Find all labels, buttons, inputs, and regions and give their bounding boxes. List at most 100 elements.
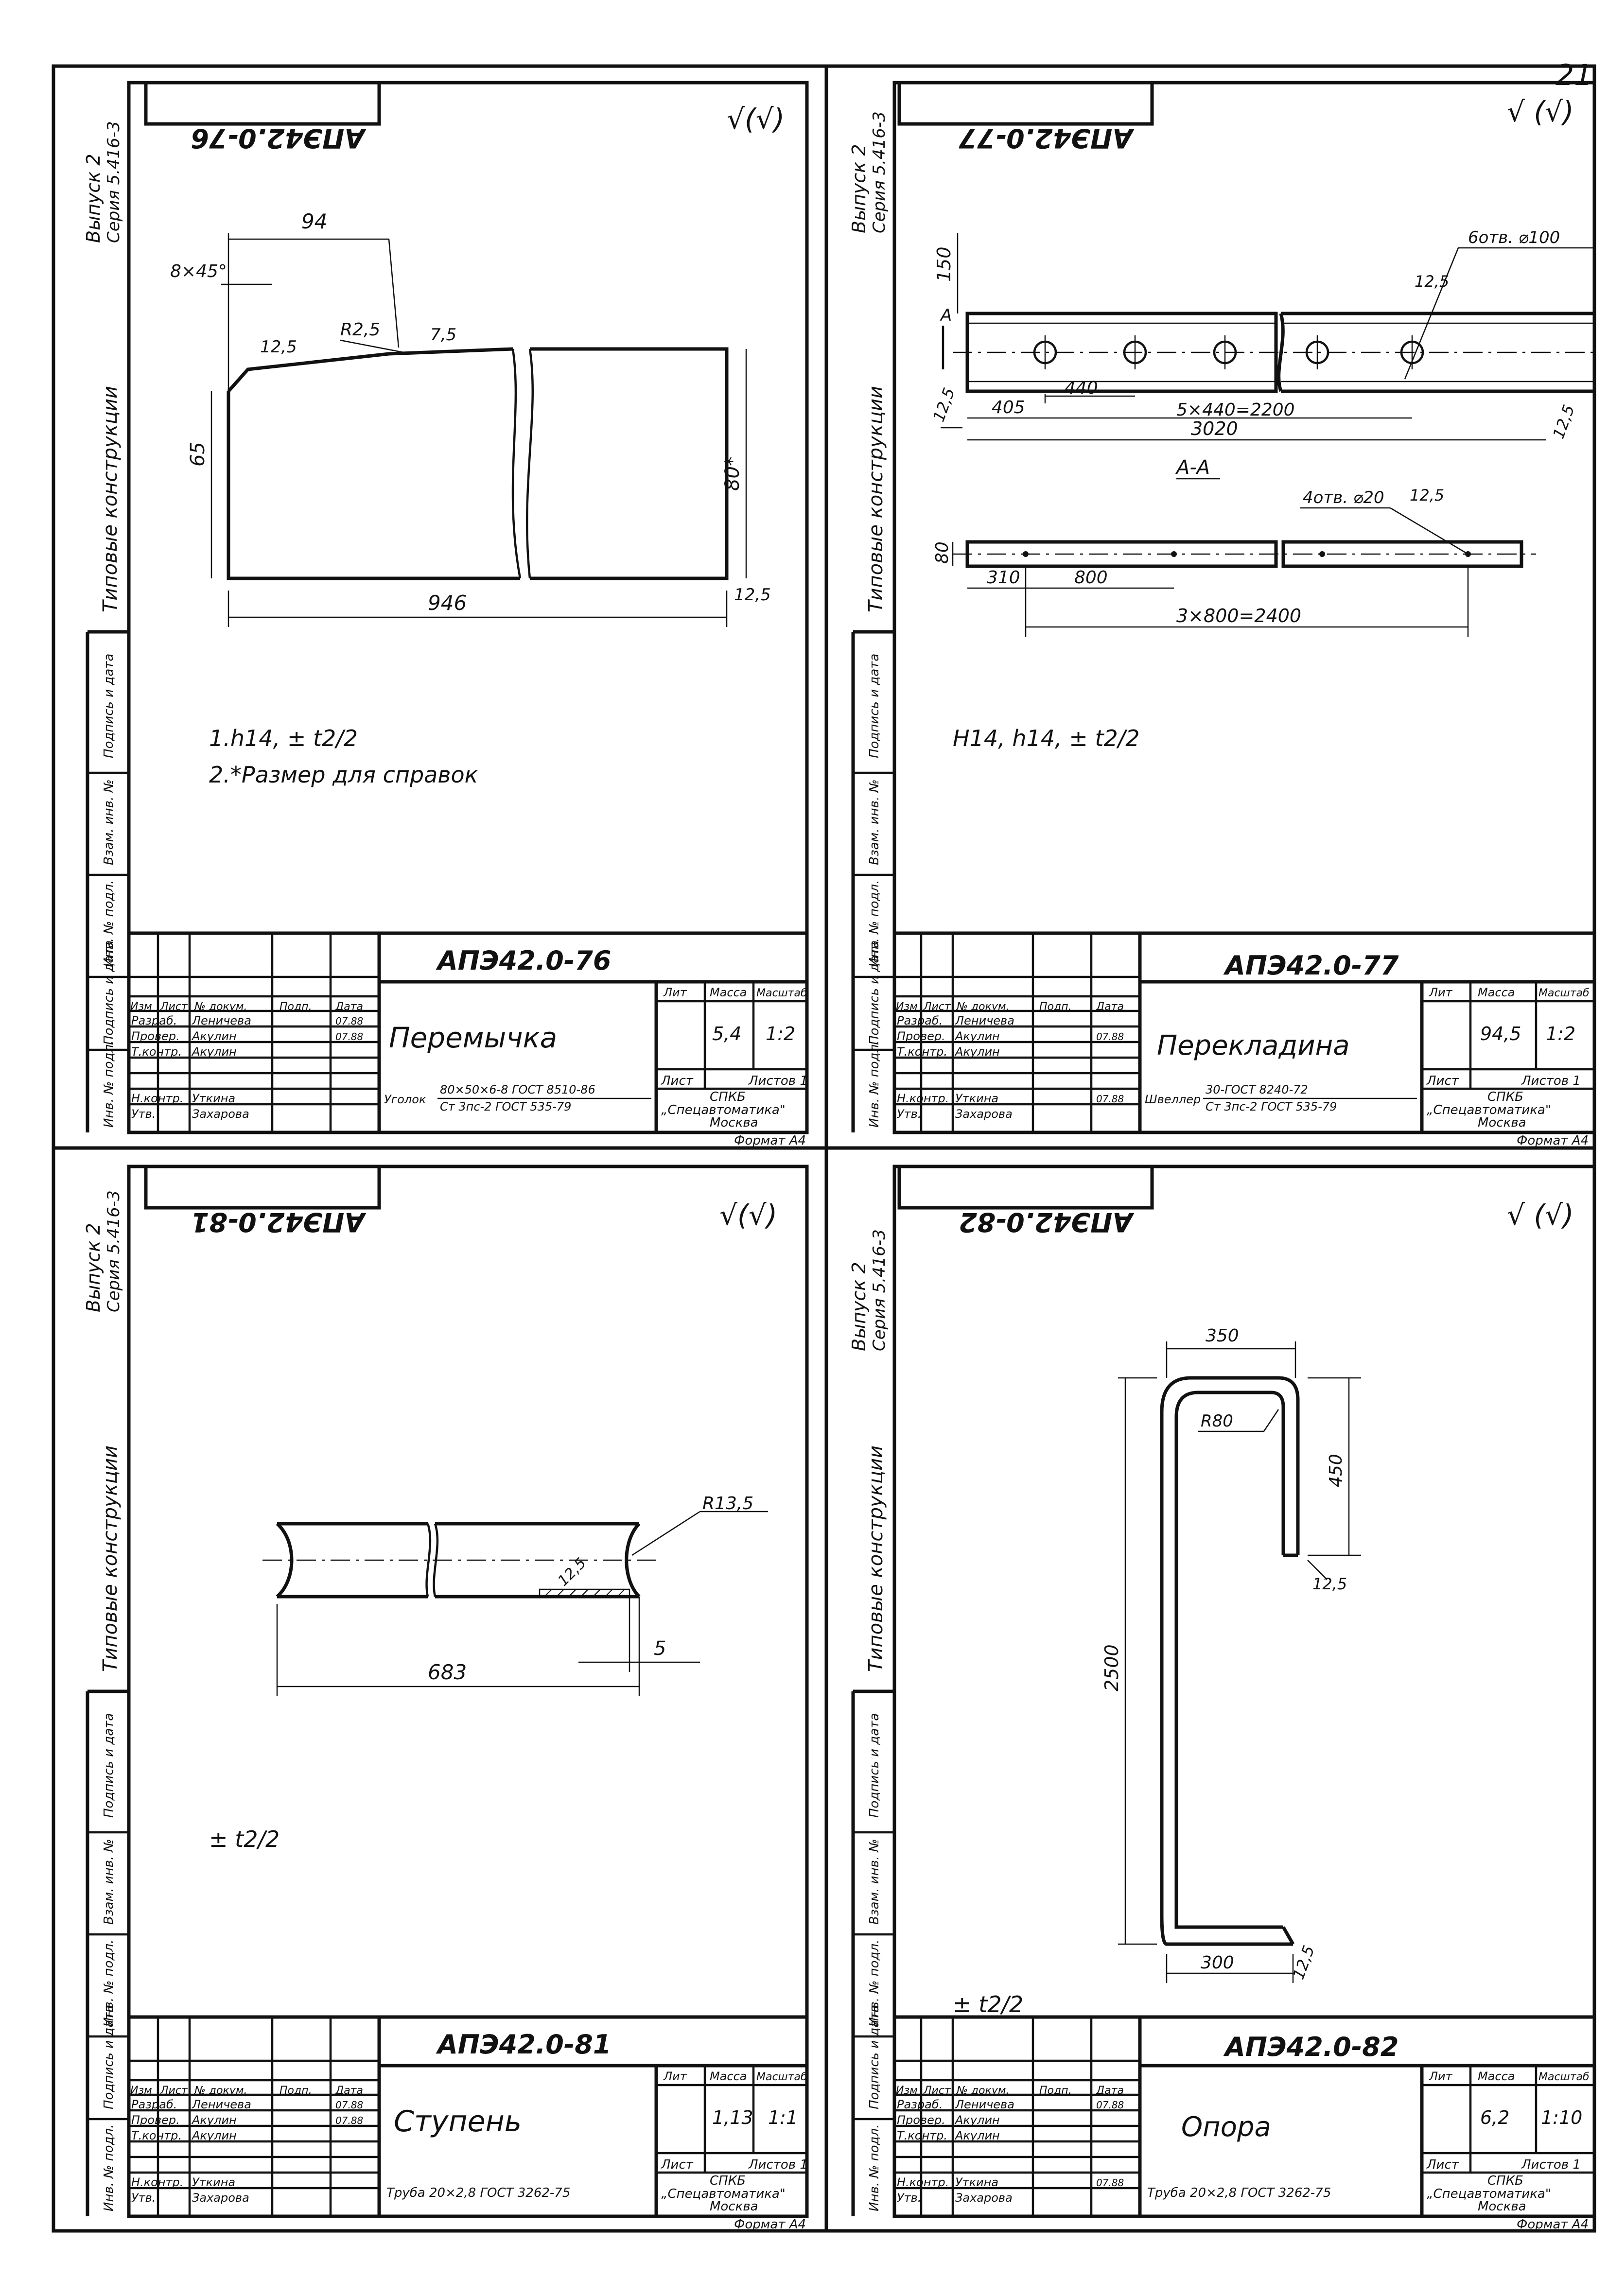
- svg-text:Москва: Москва: [1478, 1115, 1526, 1130]
- svg-text:1:2: 1:2: [1546, 1023, 1575, 1044]
- svg-text:440: 440: [1065, 378, 1098, 398]
- section-label: А-А: [1175, 456, 1210, 479]
- svg-text:Лист: Лист: [923, 2085, 951, 2097]
- svg-text:АПЭ42.0-82: АПЭ42.0-82: [1223, 2032, 1398, 2062]
- svg-text:Типовые конструкции: Типовые конструкции: [865, 386, 887, 612]
- svg-text:65: 65: [187, 442, 209, 467]
- svg-text:АПЭ42.0-82: АПЭ42.0-82: [959, 1207, 1135, 1237]
- svg-text:94: 94: [301, 209, 327, 233]
- svg-text:12,5: 12,5: [929, 385, 959, 424]
- svg-text:12,5: 12,5: [1289, 1943, 1318, 1982]
- svg-text:Акулин: Акулин: [954, 2129, 1000, 2142]
- svg-text:Изм: Изм: [130, 2085, 152, 2097]
- svg-text:Москва: Москва: [710, 2199, 758, 2214]
- svg-text:Акулин: Акулин: [191, 2113, 237, 2127]
- svg-text:405: 405: [992, 398, 1025, 417]
- svg-text:Ст 3пс-2 ГОСТ 535-79: Ст 3пс-2 ГОСТ 535-79: [1206, 1100, 1337, 1113]
- svg-text:Подпись и дата: Подпись и дата: [102, 2005, 116, 2109]
- code-label: АПЭ42.0-76: [436, 945, 611, 976]
- svg-text:Подп.: Подп.: [1039, 1001, 1072, 1013]
- svg-text:Захарова: Захарова: [955, 2191, 1013, 2205]
- svg-text:Подпись и дата: Подпись и дата: [867, 940, 882, 1045]
- svg-text:300: 300: [1201, 1953, 1234, 1973]
- svg-text:7,5: 7,5: [430, 325, 456, 345]
- svg-text:R2,5: R2,5: [340, 320, 380, 340]
- svg-text:№ докум.: № докум.: [194, 2085, 247, 2097]
- svg-text:Взам. инв. №: Взам. инв. №: [102, 779, 116, 865]
- svg-text:Захарова: Захарова: [955, 1107, 1013, 1121]
- title-block: Изм Лист № докум. Подп. Дата Разраб. Лен…: [127, 931, 809, 1148]
- svg-text:Лист: Лист: [661, 1074, 694, 1088]
- svg-text:Лист: Лист: [661, 2157, 694, 2172]
- svg-text:Провер.: Провер.: [897, 2113, 945, 2127]
- svg-text:Листов 1: Листов 1: [1521, 2157, 1581, 2172]
- svg-text:07.88: 07.88: [1096, 2099, 1124, 2111]
- svg-text:2500: 2500: [1101, 1644, 1122, 1691]
- svg-text:Труба 20×2,8 ГОСТ 3262-75: Труба 20×2,8 ГОСТ 3262-75: [1147, 2186, 1331, 2200]
- svg-text:Масса: Масса: [710, 2070, 747, 2083]
- svg-text:Выпуск 2: Выпуск 2: [848, 1262, 870, 1351]
- svg-text:Инв. № подл.: Инв. № подл.: [867, 1940, 882, 2027]
- svg-text:07.88: 07.88: [1096, 1093, 1124, 1105]
- sheet-81: Выпуск 2 Серия 5.416-3 Типовые конструкц…: [83, 1165, 809, 2232]
- roughness-mark: √(√): [727, 103, 785, 136]
- note-2: 2.*Размер для справок: [209, 762, 478, 788]
- svg-text:Подпись и дата: Подпись и дата: [102, 654, 116, 758]
- svg-text:Инв. № подл.: Инв. № подл.: [102, 2124, 116, 2211]
- svg-text:Захарова: Захарова: [192, 2191, 249, 2205]
- svg-text:Инв. № подл.: Инв. № подл.: [102, 1041, 116, 1128]
- svg-text:Ст 3пс-2 ГОСТ 535-79: Ст 3пс-2 ГОСТ 535-79: [440, 1100, 571, 1113]
- svg-text:Лит: Лит: [663, 986, 687, 999]
- svg-text:Серия 5.416-3: Серия 5.416-3: [104, 1190, 123, 1312]
- svg-text:Труба 20×2,8 ГОСТ 3262-75: Труба 20×2,8 ГОСТ 3262-75: [386, 2186, 570, 2200]
- svg-text:Инв. № подл.: Инв. № подл.: [867, 1041, 882, 1128]
- svg-text:07.88: 07.88: [335, 2115, 363, 2126]
- svg-text:Масштаб: Масштаб: [1538, 2071, 1590, 2083]
- typical-label: Типовые конструкции: [99, 386, 122, 612]
- svg-text:„Спецавтоматика": „Спецавтоматика": [661, 2187, 786, 2201]
- svg-text:80*: 80*: [721, 456, 744, 491]
- svg-text:Леничева: Леничева: [955, 2098, 1014, 2111]
- svg-text:Инв. № подл.: Инв. № подл.: [102, 880, 116, 967]
- svg-text:Лист: Лист: [160, 2085, 188, 2097]
- svg-text:350: 350: [1206, 1326, 1239, 1346]
- svg-text:Типовые конструкции: Типовые конструкции: [99, 1445, 122, 1672]
- svg-text:07.88: 07.88: [335, 1015, 363, 1027]
- svg-text:Масштаб: Масштаб: [756, 987, 807, 999]
- svg-text:Уткина: Уткина: [192, 2175, 235, 2189]
- svg-text:4отв. ⌀20: 4отв. ⌀20: [1303, 488, 1384, 507]
- svg-text:Т.контр.: Т.контр.: [897, 2129, 947, 2142]
- svg-text:Формат А4: Формат А4: [1517, 2217, 1589, 2232]
- svg-text:Москва: Москва: [1478, 2199, 1526, 2214]
- svg-text:Н.контр.: Н.контр.: [131, 2175, 183, 2189]
- svg-text:Т.контр.: Т.контр.: [131, 1045, 182, 1059]
- svg-text:Изм: Изм: [896, 2085, 918, 2097]
- svg-text:Лист: Лист: [923, 1001, 951, 1013]
- svg-text:1,13: 1,13: [712, 2107, 753, 2128]
- svg-text:Лит: Лит: [663, 2070, 687, 2083]
- svg-text:Серия 5.416-3: Серия 5.416-3: [870, 1229, 889, 1351]
- svg-text:Дата: Дата: [335, 1001, 363, 1013]
- svg-text:Формат А4: Формат А4: [1517, 1133, 1589, 1148]
- svg-text:Москва: Москва: [710, 1115, 758, 1130]
- title-block: Изм Лист № докум. Подп. Дата Разраб. Лен…: [127, 2015, 809, 2232]
- sheet-77: Выпуск 2 Серия 5.416-3 Типовые конструкц…: [848, 81, 1596, 1148]
- svg-text:1:1: 1:1: [768, 2107, 798, 2128]
- svg-text:800: 800: [1074, 568, 1108, 588]
- svg-text:Провер.: Провер.: [131, 2113, 180, 2127]
- svg-text:Акулин: Акулин: [954, 1029, 1000, 1043]
- svg-text:07.88: 07.88: [335, 2099, 363, 2111]
- svg-text:Инв. № подл.: Инв. № подл.: [102, 1940, 116, 2027]
- svg-text:СПКБ: СПКБ: [1487, 1090, 1523, 1104]
- svg-text:Лист: Лист: [1426, 2157, 1459, 2172]
- svg-text:150: 150: [933, 246, 955, 282]
- svg-text:Подпись и дата: Подпись и дата: [102, 940, 116, 1045]
- svg-text:Н.контр.: Н.контр.: [897, 1092, 949, 1105]
- svg-text:СПКБ: СПКБ: [710, 2174, 746, 2188]
- svg-text:Подпись и дата: Подпись и дата: [867, 2005, 882, 2109]
- svg-text:450: 450: [1326, 1454, 1346, 1487]
- svg-text:1:10: 1:10: [1541, 2107, 1582, 2128]
- svg-text:Леничева: Леничева: [192, 1014, 251, 1027]
- svg-text:Инв. № подл.: Инв. № подл.: [867, 2124, 882, 2211]
- svg-text:Дата: Дата: [1096, 2085, 1124, 2097]
